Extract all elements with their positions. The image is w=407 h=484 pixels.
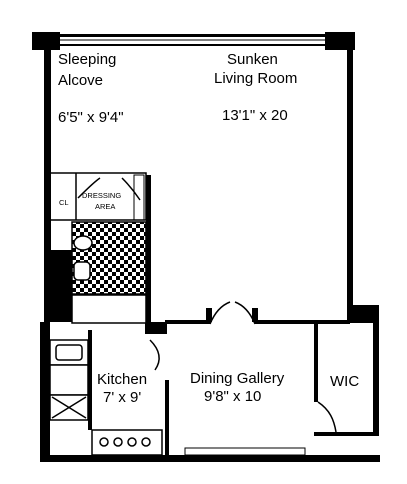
door-tabs xyxy=(206,308,258,322)
living-room-name1: Sunken xyxy=(227,51,278,68)
closet-lower xyxy=(184,447,306,456)
door-swings xyxy=(149,301,337,433)
kitchen-fixtures xyxy=(49,339,163,456)
living-room-size: 13'1" x 20 xyxy=(222,107,288,124)
sleeping-alcove-size: 6'5" x 9'4" xyxy=(58,109,124,126)
closet-lower-label: CL xyxy=(220,453,230,462)
closet-upper-label: CL xyxy=(59,198,69,207)
sleeping-alcove-name2: Alcove xyxy=(58,72,103,89)
living-room-name2: Living Room xyxy=(214,70,297,87)
dressing-area-name2: AREA xyxy=(95,202,115,211)
dressing-area xyxy=(49,172,147,221)
dining-gallery-size: 9'8" x 10 xyxy=(204,388,261,405)
dressing-area-name1: DRESSING xyxy=(82,191,121,200)
kitchen-size: 7' x 9' xyxy=(103,389,141,406)
wic-label: WIC xyxy=(330,373,359,390)
kitchen-name: Kitchen xyxy=(97,371,147,388)
sleeping-alcove-name1: Sleeping xyxy=(58,51,116,68)
bathroom xyxy=(71,221,147,324)
walls xyxy=(32,32,380,462)
dining-gallery-name: Dining Gallery xyxy=(190,370,285,387)
